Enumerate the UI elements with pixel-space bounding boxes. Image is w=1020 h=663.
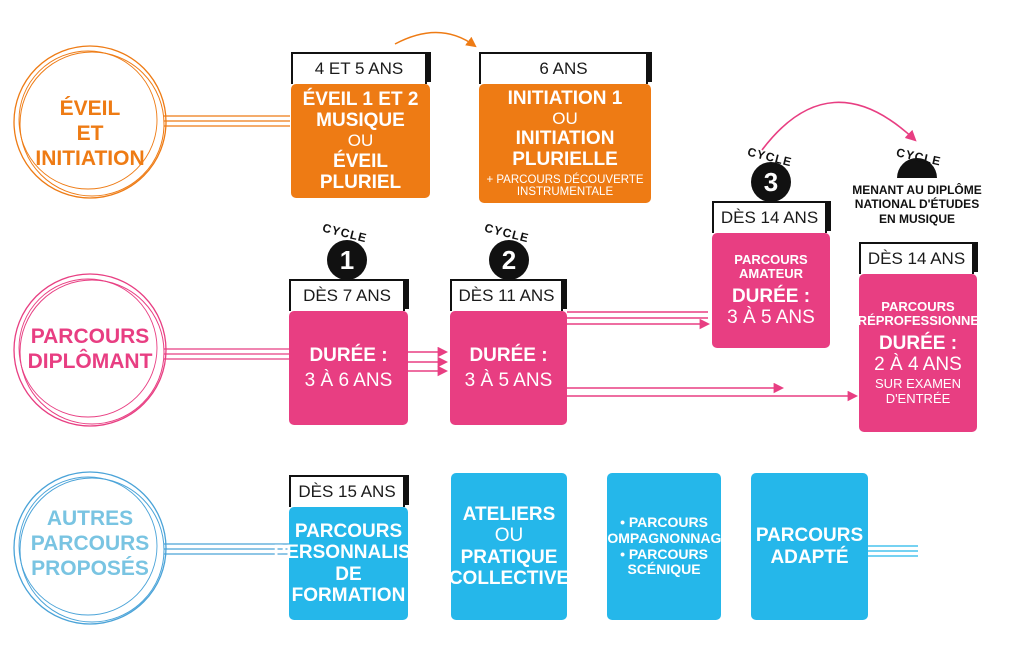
perso-box-line1: PARCOURS — [294, 520, 403, 542]
compagnonnage-box: • PARCOURS COMPAGNONNAGE • PARCOURS SCÉN… — [597, 473, 731, 620]
eveil-connector-lines — [164, 115, 290, 127]
cycle1-box-line1: DURÉE : — [309, 344, 388, 366]
cycle2-number-badge: 2 — [489, 240, 529, 280]
row-label-eveil-line2: ET INITIATION — [35, 122, 145, 171]
ateliers-box-line4: COLLECTIVE — [448, 567, 570, 589]
initiation-box-line2: OU — [552, 108, 578, 128]
diplomant-connector-lines — [164, 348, 290, 360]
cycle2-box-line2: 3 À 5 ANS — [464, 370, 553, 391]
compagnonnage-box-line1: • PARCOURS — [620, 514, 708, 531]
cycle-pro-box-line5: SUR EXAMEN — [875, 376, 961, 392]
eveil-to-initiation-arrow — [394, 31, 477, 48]
initiation-box-line4: + PARCOURS DÉCOUVERTE — [486, 173, 644, 186]
initiation-box-line1: INITIATION 1 — [507, 87, 623, 109]
row-label-autres-line3: PROPOSÉS — [31, 557, 149, 581]
perso-box: PARCOURS PERSONNALISÉ DE FORMATION — [274, 507, 423, 620]
eveil-box-line2: MUSIQUE — [316, 110, 405, 132]
cycle-pro-box-line1: PARCOURS — [881, 298, 955, 314]
row-label-autres-line1: AUTRES — [46, 507, 134, 530]
autres-connector-lines — [164, 543, 290, 555]
cycle2-box: DURÉE : 3 À 5 ANS — [450, 311, 567, 425]
cycle2-age-tag: DÈS 11 ANS — [450, 279, 567, 311]
row-label-diplomant: PARCOURS DIPLÔMANT — [20, 324, 160, 374]
adapte-box: PARCOURS ADAPTÉ — [751, 473, 868, 620]
eveil-circle — [13, 45, 167, 199]
initiation-box: INITIATION 1 OU INITIATION PLURIELLE + P… — [479, 84, 651, 203]
row-label-diplomant-line2: DIPLÔMANT — [27, 350, 153, 374]
initiation-age-tag: 6 ANS — [479, 52, 652, 84]
cycle3-number-badge: 3 — [751, 162, 791, 202]
cycle2-box-line1: DURÉE : — [469, 344, 548, 366]
cycle-pro-box-line6: D'ENTRÉE — [885, 390, 951, 406]
ateliers-box: ATELIERS OU PRATIQUE COLLECTIVE — [448, 473, 570, 620]
cycle3-box: PARCOURS AMATEUR DURÉE : 3 À 5 ANS — [712, 233, 830, 348]
cycle1-number-badge: 1 — [327, 240, 367, 280]
cycle-pro-badge — [897, 158, 937, 178]
compagnonnage-box-line2: COMPAGNONNAGE — [597, 529, 731, 546]
cycle1-age-tag: DÈS 7 ANS — [289, 279, 409, 311]
cycle-pro-box-line3: DURÉE : — [878, 332, 958, 354]
adapte-trailing-lines — [868, 545, 918, 557]
eveil-box-line4: ÉVEIL PLURIEL — [319, 150, 402, 193]
perso-age-tag: DÈS 15 ANS — [289, 475, 409, 507]
cycle-pro-age-tag: DÈS 14 ANS — [859, 242, 978, 274]
row-label-diplomant-line1: PARCOURS — [30, 325, 150, 348]
cycle1-box-line2: 3 À 6 ANS — [304, 370, 393, 391]
cycle-pro-diploma-line1: MENANT AU DIPLÔME — [852, 183, 982, 197]
cycle3-box-line4: 3 À 5 ANS — [727, 307, 815, 329]
cycle2-to-cycle3-arrows — [567, 311, 711, 330]
initiation-box-line3: INITIATION PLURIELLE — [512, 128, 618, 171]
cycle-pro-box-line2: PRÉPROFESSIONNEL — [849, 313, 987, 329]
cycle-pro-box-line4: 2 À 4 ANS — [874, 354, 962, 375]
row-label-eveil: ÉVEIL ET INITIATION — [20, 96, 160, 172]
eveil-age-tag: 4 ET 5 ANS — [291, 52, 431, 84]
cycle3-to-pro-arrow — [761, 101, 917, 151]
ateliers-box-line1: ATELIERS — [462, 503, 556, 525]
compagnonnage-box-line3: • PARCOURS — [620, 545, 708, 562]
cycle1-box: DURÉE : 3 À 6 ANS — [289, 311, 408, 425]
ateliers-box-line2: OU — [494, 525, 524, 547]
cycle3-box-line1: PARCOURS — [734, 251, 808, 267]
compagnonnage-box-line4: SCÉNIQUE — [627, 561, 701, 578]
cycle2-to-pro-arrows — [567, 382, 859, 402]
adapte-box-line1: PARCOURS — [755, 525, 864, 547]
adapte-box-line2: ADAPTÉ — [770, 546, 849, 568]
cycle-pro-diploma-line3: EN MUSIQUE — [878, 211, 955, 226]
cycle3-age-tag: DÈS 14 ANS — [712, 201, 831, 233]
diplomant-circle — [13, 273, 167, 427]
row-label-autres-line2: PARCOURS — [30, 532, 150, 556]
perso-box-line2: PERSONNALISÉ — [273, 542, 424, 564]
cycle-pro-box: PARCOURS PRÉPROFESSIONNEL DURÉE : 2 À 4 … — [849, 274, 987, 432]
eveil-box-line1: ÉVEIL 1 ET 2 — [302, 88, 419, 110]
autres-circle — [13, 471, 167, 625]
row-label-autres: AUTRES PARCOURS PROPOSÉS — [20, 506, 160, 582]
cycle3-box-line3: DURÉE : — [731, 285, 811, 307]
cycle1-to-cycle2-arrows — [406, 346, 449, 377]
cycle-pro-diploma-text: MENANT AU DIPLÔME NATIONAL D'ÉTUDES EN M… — [850, 183, 984, 226]
perso-box-line3: DE FORMATION — [291, 563, 406, 606]
eveil-box-line3: OU — [347, 131, 374, 151]
eveil-box: ÉVEIL 1 ET 2 MUSIQUE OU ÉVEIL PLURIEL — [291, 84, 430, 198]
cycle-pro-diploma-line2: NATIONAL D'ÉTUDES — [854, 197, 980, 212]
row-label-eveil-line1: ÉVEIL — [59, 97, 121, 120]
ateliers-box-line3: PRATIQUE — [460, 546, 558, 568]
initiation-box-line5: INSTRUMENTALE — [516, 186, 614, 199]
cycle3-box-line2: AMATEUR — [738, 266, 804, 282]
